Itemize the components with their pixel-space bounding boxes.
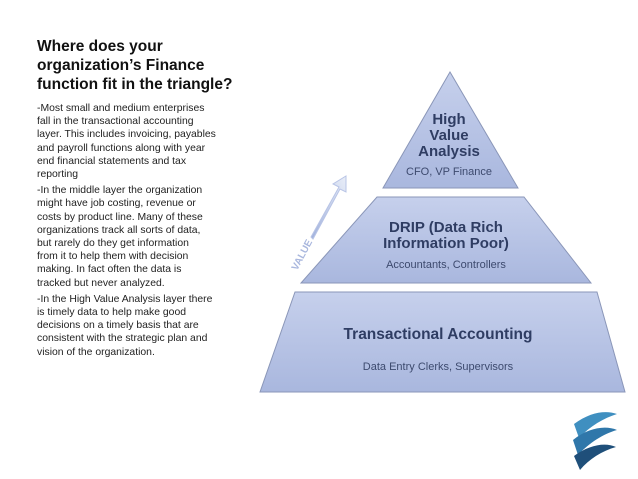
body-text: -Most small and medium enterprises fall …: [37, 102, 247, 362]
para2-line: making. In fact often the data is: [37, 264, 182, 276]
para2-line: -In the middle layer the organization: [37, 185, 203, 197]
middle-layer-subtitle: Accountants, Controllers: [386, 259, 506, 271]
para1-line: end financial statements and tax: [37, 155, 187, 167]
pyramid-layer-bottom: [259, 291, 626, 393]
top-title-line: Analysis: [418, 143, 480, 160]
para1-line: layer. This includes invoicing, payables: [37, 129, 216, 141]
para1-line: -Most small and medium enterprises: [37, 103, 205, 114]
company-logo: [573, 412, 617, 470]
pyramid-layer-middle: [299, 196, 593, 284]
para1-line: reporting: [37, 169, 79, 181]
para2-line: organizations track all sorts of data,: [37, 224, 201, 236]
paragraph-high-value: -In the High Value Analysis layer there …: [37, 293, 247, 359]
top-title-line: Value: [429, 127, 468, 144]
para3-line: decisions on a timely basis that are: [37, 320, 199, 332]
slide-title: Where does your organization’s Finance f…: [37, 37, 257, 94]
para3-line: consistent with the strategic plan and: [37, 333, 208, 345]
middle-layer-text: DRIP (Data Rich Information Poor): [383, 219, 509, 252]
title-line-2: organization’s Finance: [37, 57, 205, 74]
top-layer-text: High Value Analysis: [418, 111, 480, 160]
para3-line: -In the High Value Analysis layer there: [37, 293, 213, 305]
para2-line: from it to help them with decision: [37, 251, 189, 263]
bottom-layer-subtitle: Data Entry Clerks, Supervisors: [363, 361, 514, 373]
para3-line: is timely data to help make good: [37, 307, 187, 319]
para2-line: costs by product line. Many of these: [37, 211, 203, 223]
para1-line: and payroll functions along with year: [37, 142, 206, 154]
middle-title-line: Information Poor): [383, 235, 509, 252]
value-arrow-label: VALUE: [290, 238, 315, 273]
title-line-1: Where does your: [37, 38, 163, 55]
paragraph-transactional: -Most small and medium enterprises fall …: [37, 102, 247, 181]
top-title-line: High: [432, 111, 465, 128]
para3-line: vision of the organization.: [37, 346, 155, 358]
bottom-layer-title: Transactional Accounting: [344, 326, 533, 343]
para2-line: tracked but never analyzed.: [37, 277, 165, 289]
para2-line: but rarely do they get information: [37, 238, 189, 250]
para2-line: might have job costing, revenue or: [37, 198, 196, 210]
paragraph-drip: -In the middle layer the organization mi…: [37, 184, 247, 290]
top-layer-subtitle: CFO, VP Finance: [406, 166, 492, 178]
middle-title-line: DRIP (Data Rich: [389, 219, 503, 236]
pyramid-layer-top: [382, 71, 519, 189]
para1-line: fall in the transactional accounting: [37, 116, 194, 128]
title-line-3: function fit in the triangle?: [37, 76, 233, 93]
